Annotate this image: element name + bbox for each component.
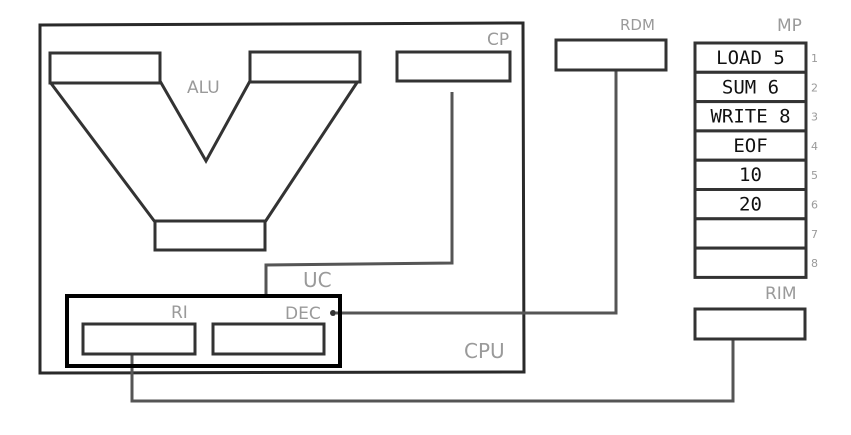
ri-to-rim-wire [130,338,735,403]
dec-label: DEC [285,304,321,324]
alu-input-register-right [248,50,362,84]
dec-connection-dot [330,310,336,316]
rim-label: RIM [765,284,797,304]
memory-cell [693,246,808,279]
cp-register [395,50,512,83]
cpu-label: CPU [464,339,505,363]
alu-shape [48,80,360,223]
memory-cell [693,70,808,104]
memory-address-label: 3 [811,111,818,124]
memory-cell-content: LOAD 5 [716,47,785,69]
memory-cell-content: 20 [739,194,762,216]
memory-cell-content: EOF [733,135,767,157]
memory-cell-content: SUM 6 [722,76,779,98]
cp-label: CP [487,30,509,50]
uc-box [65,294,342,368]
alu-input-register-left [48,51,162,85]
memory-address-label: 5 [811,169,818,182]
ri-label: RI [171,303,188,323]
rdm-to-dec-wire [336,70,618,315]
cp-to-uc-wire [264,92,454,295]
cpu-box [38,21,526,375]
dec-register [211,322,326,356]
rdm-label: RDM [620,16,655,34]
memory-address-label: 7 [811,228,818,241]
memory-address-label: 1 [811,52,818,65]
memory-address-label: 6 [811,199,818,212]
memory-cell-content: 10 [739,164,762,186]
memory-cell-content: WRITE 8 [710,106,790,128]
memory-cell [693,188,808,221]
memory-cell [693,41,808,74]
memory-cell [693,217,808,250]
mp-label: MP [777,16,802,36]
memory-address-label: 2 [811,81,818,94]
ri-register [81,322,197,356]
alu-label: ALU [187,78,220,98]
alu-output-register [153,219,267,252]
rdm-register [554,38,668,72]
memory-address-label: 8 [811,257,818,270]
rim-register [693,307,807,341]
uc-label: UC [303,268,332,292]
memory-address-label: 4 [811,140,818,153]
